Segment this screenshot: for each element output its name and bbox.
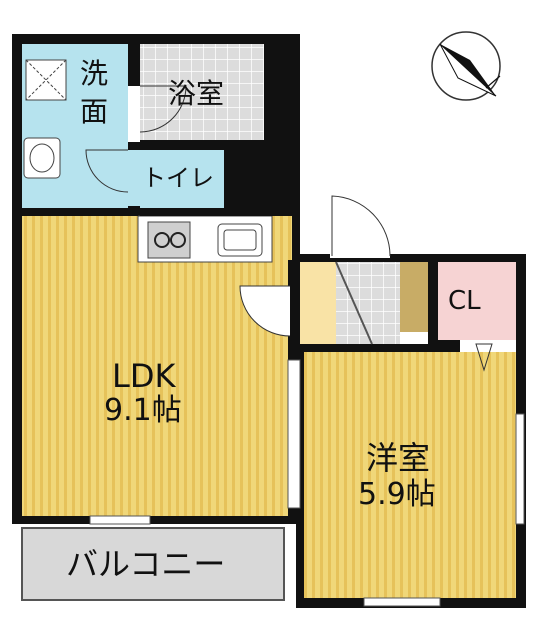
shoe-shelf-base <box>400 332 428 344</box>
western-room-door <box>287 359 301 509</box>
ldk-floor <box>20 216 292 516</box>
wall-bath-toilet <box>140 140 264 150</box>
western-room-window-right <box>515 413 525 525</box>
ldk-label: LDK <box>112 357 176 395</box>
toilet-label: トイレ <box>142 164 214 192</box>
ldk-wall-bottom-right <box>150 516 300 524</box>
closet-door-gap <box>460 340 516 352</box>
washroom-label-1: 洗 <box>80 57 109 90</box>
toilet-door-gap <box>128 150 140 206</box>
bathroom-label: 浴室 <box>168 77 225 110</box>
ldk-size: 9.1帖 <box>104 393 182 428</box>
washroom-label-2: 面 <box>80 95 109 128</box>
toilet-floor <box>140 150 224 208</box>
closet-door-mark <box>475 343 493 372</box>
entrance-floor <box>300 262 336 344</box>
western-room-label: 洋室 <box>366 439 431 477</box>
front-door-gap <box>330 198 390 258</box>
compass-icon <box>431 31 501 101</box>
balcony-floor <box>21 527 285 601</box>
washbasin-icon <box>23 137 61 179</box>
wall-wash-bottom <box>22 208 138 216</box>
western-room-window-bottom <box>363 597 441 607</box>
ldk-door-swing <box>239 285 291 337</box>
balcony-label: バルコニー <box>66 545 226 583</box>
ldk-window <box>89 515 151 525</box>
sink-icon <box>217 223 263 257</box>
wall-toilet-bottom <box>140 208 274 216</box>
ldk-wall-left <box>12 208 22 524</box>
bath-door-swing <box>139 85 187 133</box>
washing-machine-icon <box>25 59 67 101</box>
toilet-door-swing <box>85 149 129 193</box>
bath-door-gap <box>128 86 140 142</box>
bathroom-floor <box>140 44 264 140</box>
wall-toilet-right <box>224 150 274 208</box>
western-room-size: 5.9帖 <box>358 477 436 512</box>
closet-label: CL <box>448 286 481 316</box>
ldk-wall-bottom-left <box>12 516 90 524</box>
shoe-shelf <box>400 262 428 332</box>
closet-floor <box>438 262 516 340</box>
stove-icon <box>147 221 191 259</box>
hall-floor <box>336 262 400 344</box>
front-door-swing <box>331 195 391 257</box>
western-room-floor <box>304 352 516 598</box>
